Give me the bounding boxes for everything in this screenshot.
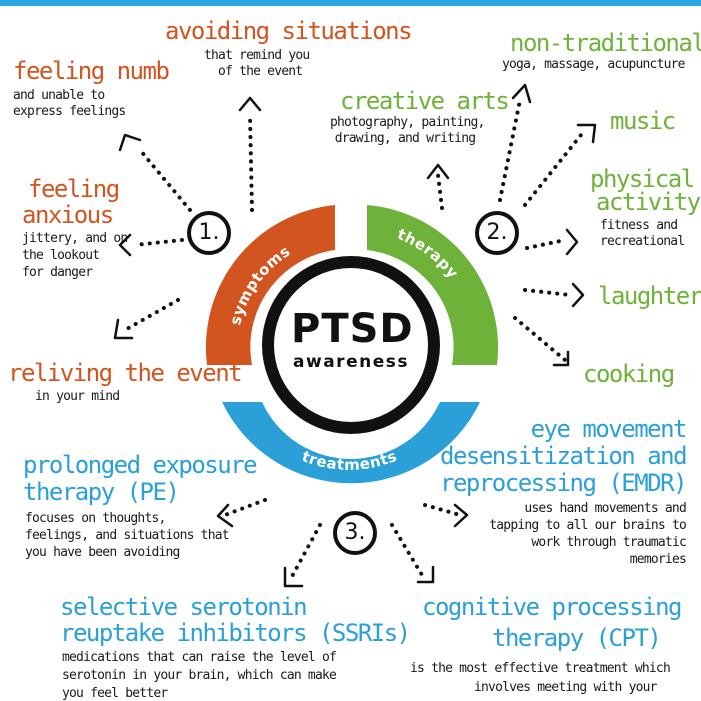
treatment-emdr-desc-1: uses hand movements and (524, 501, 686, 516)
chevron-icon (416, 565, 435, 584)
connector-anxious (133, 238, 184, 247)
connector-emdr (423, 503, 462, 517)
symptom-feeling-numb-desc-2: express feelings (13, 104, 126, 119)
chevron-icon (571, 282, 585, 308)
treatment-cpt-desc-2: involves meeting with your (474, 680, 658, 695)
chevron-icon (216, 503, 234, 528)
symptom-anxious-title-2: anxious (22, 201, 114, 229)
treatment-emdr-desc-3: work through traumatic (531, 535, 686, 550)
chevron-icon (576, 123, 597, 144)
chevron-icon (552, 350, 570, 367)
treatment-ssri-desc-3: you feel better (62, 686, 168, 701)
treatment-cpt-title-2: therapy (CPT) (492, 624, 662, 652)
connector-ssri (288, 523, 322, 582)
connector-laughter (523, 288, 572, 297)
number-1: 1. (198, 220, 220, 245)
treatment-cpt-desc-1: is the most effective treatment which (410, 661, 671, 676)
therapy-creative-desc-1: photography, painting, (330, 115, 485, 130)
therapy-arc (367, 205, 499, 365)
symptom-anxious-desc-1: jittery, and on (22, 231, 128, 246)
connector-pe (223, 498, 267, 517)
chevron-icon (118, 133, 142, 152)
chevron-icon (565, 228, 579, 256)
symptom-anxious-desc-3: for danger (22, 265, 93, 280)
connector-avoiding (248, 113, 254, 212)
treatment-ssri-title-1: selective serotonin (60, 593, 308, 621)
number-3: 3. (344, 520, 366, 545)
connector-music (523, 128, 587, 207)
treatments-arc (222, 402, 480, 484)
center-ring (262, 256, 440, 434)
treatment-pe-desc-2: feelings, and situations that (25, 528, 230, 543)
center-subtitle: awareness (293, 352, 409, 372)
symptom-anxious-desc-2: the lookout (22, 248, 100, 263)
symptom-reliving-desc: in your mind (35, 389, 120, 404)
symptom-reliving-title: reliving the event (8, 359, 243, 387)
treatment-emdr-title-2: desensitization and (440, 442, 688, 470)
connector-reliving (123, 298, 180, 332)
symptom-avoiding-desc-1: that remind you (204, 48, 310, 63)
therapy-laughter-title: laughter (598, 282, 701, 310)
therapy-creative-title: creative arts (340, 87, 510, 115)
chevron-icon (511, 83, 532, 104)
center-title: PTSD (291, 306, 414, 352)
symptom-feeling-numb-title: feeling numb (13, 57, 170, 85)
chevron-icon (113, 318, 134, 340)
symptom-avoiding-desc-2: of the event (218, 64, 303, 79)
treatment-pe-title-1: prolonged exposure (23, 451, 258, 479)
therapy-music-title: music (610, 107, 676, 135)
chevron-icon (426, 163, 450, 180)
treatment-ssri-desc-1: medications that can raise the level of (62, 650, 337, 665)
connector-physical (525, 238, 567, 250)
chevron-icon (238, 96, 262, 112)
treatment-emdr-desc-2: tapping to all our brains to (489, 518, 687, 533)
chevron-icon (453, 503, 469, 528)
connector-feeling-numb (138, 148, 192, 212)
therapy-nontraditional-title: non-traditional (510, 29, 701, 57)
chevron-icon (283, 566, 304, 588)
treatment-emdr-title-1: eye movement (530, 415, 688, 443)
treatment-emdr-desc-4: memories (629, 552, 687, 567)
top-accent-bar (0, 0, 701, 6)
dotted-connectors (123, 98, 587, 582)
therapy-creative-desc-2: drawing, and writing (334, 131, 476, 146)
treatment-ssri-desc-2: serotonin in your brain, which can make (62, 668, 337, 683)
number-2: 2. (486, 220, 508, 245)
treatment-emdr-title-3: reprocessing (EMDR) (440, 469, 688, 497)
number-circle-2 (475, 211, 519, 255)
arrow-heads (113, 83, 597, 588)
symptom-feeling-numb-desc-1: and unable to (13, 88, 105, 103)
therapy-physical-desc-1: fitness and (600, 218, 678, 233)
therapy-cooking-title: cooking (583, 360, 675, 388)
treatment-cpt-title-1: cognitive processing (422, 593, 682, 621)
connector-cooking (513, 316, 567, 362)
therapy-nontraditional-desc: yoga, massage, acupuncture (502, 57, 686, 72)
number-circle-1 (187, 211, 231, 255)
treatment-pe-desc-1: focuses on thoughts, (25, 511, 166, 526)
connector-nontraditional (498, 98, 522, 202)
therapy-physical-title-2: activity (596, 188, 701, 216)
chevron-icon (118, 233, 132, 257)
number-circle-3 (333, 511, 377, 555)
symptom-avoiding-title: avoiding situations (165, 17, 413, 45)
treatment-pe-desc-3: you have been avoiding (25, 545, 180, 560)
treatment-ssri-title-2: reuptake inhibitors (SSRIs) (60, 619, 411, 647)
connector-creative (436, 173, 444, 210)
therapy-physical-desc-2: recreational (600, 234, 685, 249)
symptoms-arc (205, 205, 335, 365)
symptom-anxious-title-1: feeling (28, 175, 120, 203)
connector-cpt (390, 523, 427, 582)
therapy-physical-title-1: physical (590, 165, 695, 193)
treatment-pe-title-2: therapy (PE) (23, 478, 180, 506)
